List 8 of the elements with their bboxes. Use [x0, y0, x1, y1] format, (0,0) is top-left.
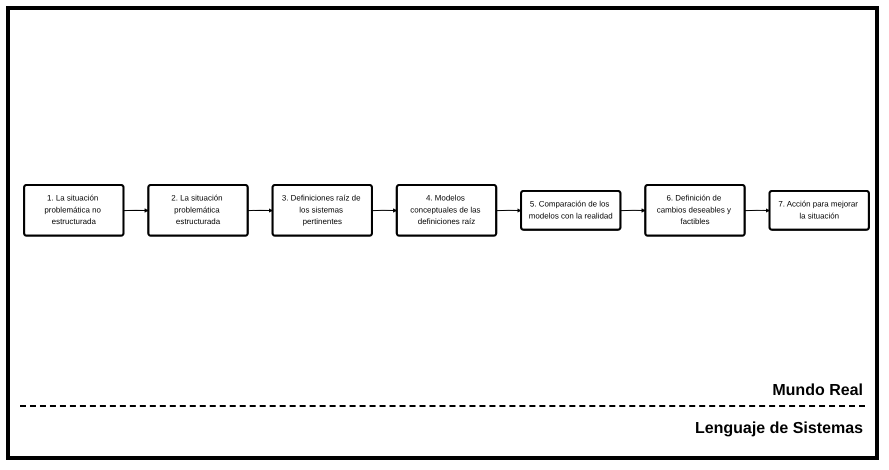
- arrow: [744, 208, 770, 212]
- arrow: [496, 208, 522, 212]
- arrow: [620, 208, 646, 212]
- arrow: [123, 208, 149, 212]
- arrow: [247, 208, 274, 212]
- region-label: Mundo Real: [772, 382, 863, 400]
- region-label: Lenguaje de Sistemas: [694, 420, 863, 438]
- arrow: [372, 208, 398, 212]
